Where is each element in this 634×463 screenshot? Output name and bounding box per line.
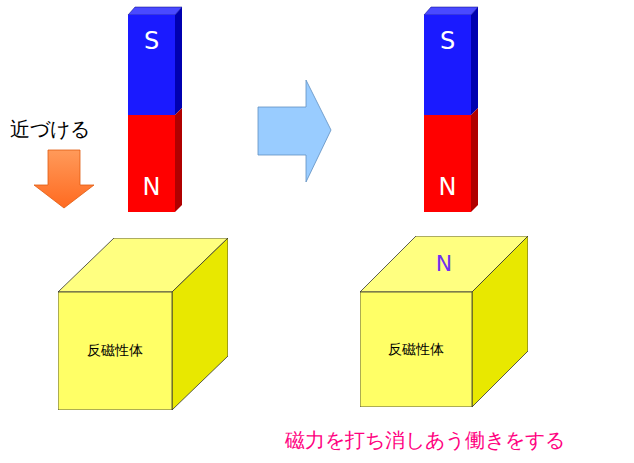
diamagnetic-block: N 反磁性体	[360, 236, 528, 407]
pole-letter: S	[440, 28, 455, 54]
pole-letter: S	[144, 28, 159, 54]
cube-face	[172, 238, 228, 410]
caption: 磁力を打ち消しあう働きをする	[285, 429, 565, 451]
material-name: 反磁性体	[87, 343, 143, 358]
cube-outline	[58, 238, 228, 410]
magnet-south-pole: S	[424, 15, 471, 115]
magnet-north-pole: N	[128, 115, 175, 212]
material-name: 反磁性体	[388, 342, 444, 357]
magnet-south-pole: S	[128, 15, 175, 115]
cube-face	[472, 236, 528, 407]
magnet-left-faces	[128, 7, 182, 212]
cube-face	[58, 292, 172, 410]
transition-arrow	[258, 80, 331, 182]
pole-letter: N	[143, 174, 161, 200]
magnet-north-pole: N	[424, 115, 471, 212]
action-label: 近づける	[10, 118, 90, 140]
approach-arrow	[34, 150, 94, 208]
pole-letter: N	[439, 174, 457, 200]
diamagnetic-block: 反磁性体	[58, 238, 228, 410]
cube-face	[360, 292, 472, 407]
pole-letter: N	[436, 252, 452, 276]
magnet-right-faces	[424, 7, 478, 212]
